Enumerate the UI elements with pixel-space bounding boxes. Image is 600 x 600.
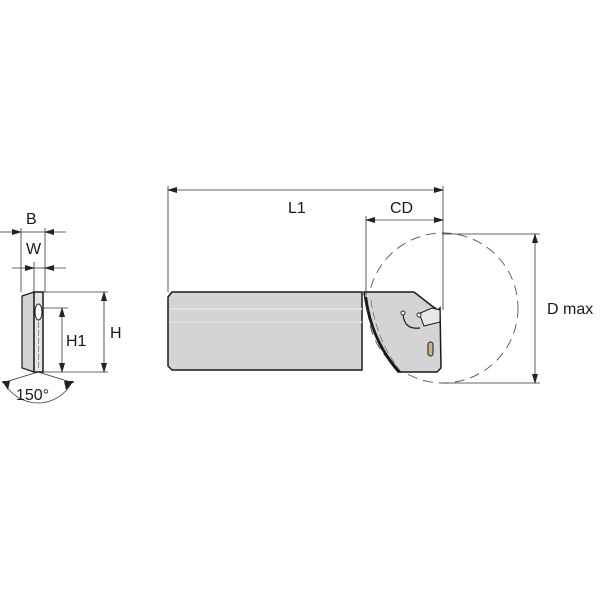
end-view-body: [21, 291, 35, 373]
screw-slot: [427, 341, 434, 357]
dim-w-label: W: [26, 241, 42, 258]
end-view: B W H1 H 150°: [0, 211, 122, 404]
angle-arc: [3, 381, 73, 404]
end-view-insert: [34, 303, 43, 321]
shank-body: [167, 291, 363, 371]
cutting-insert: [417, 307, 441, 327]
dim-h-label: H: [110, 325, 122, 342]
dim-h1-label: H1: [66, 333, 87, 350]
dim-cd-label: CD: [390, 200, 413, 217]
dim-b-label: B: [26, 211, 37, 228]
dim-angle-label: 150°: [16, 387, 49, 404]
side-view: L1 CD D max: [167, 186, 593, 384]
clamp-slot: [402, 313, 421, 329]
dim-l1-label: L1: [288, 200, 306, 217]
dim-dmax-label: D max: [547, 301, 593, 318]
